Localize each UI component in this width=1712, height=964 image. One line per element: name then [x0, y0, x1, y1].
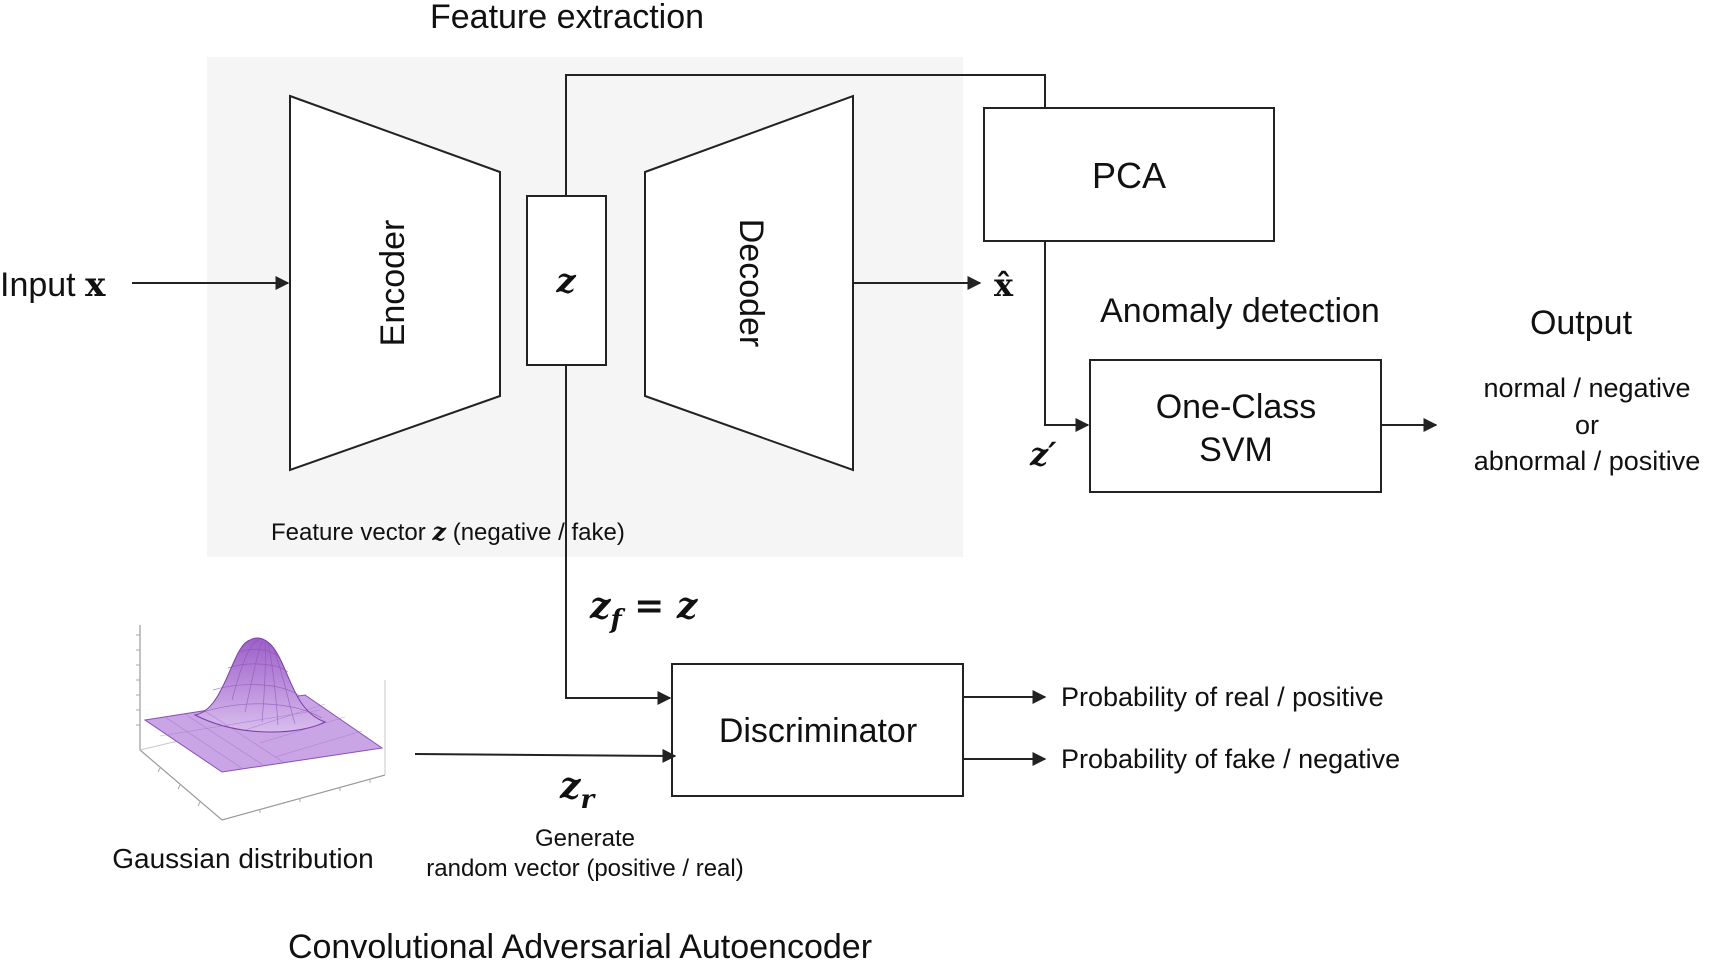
latent-z-box: [526, 195, 607, 366]
zf-rhs: = z: [622, 585, 699, 627]
reconstruction-symbol: x̂: [994, 266, 1014, 304]
zr-base: z: [559, 765, 582, 807]
pca-label: PCA: [1092, 155, 1166, 196]
z-prime-symbol: z′: [1029, 435, 1057, 473]
output-line3: abnormal / positive: [1474, 446, 1701, 476]
z-to-discriminator-arrow: [565, 365, 672, 705]
pca-to-ocsvm-arrow: [1044, 241, 1090, 432]
feature-vector-symbol: z: [431, 517, 447, 546]
discriminator-box: [671, 663, 964, 797]
anomaly-detection-title: Anomaly detection: [1100, 292, 1380, 330]
z-to-pca-connector: [565, 74, 1046, 196]
discriminator-label: Discriminator: [719, 712, 917, 750]
feature-vector-suffix: (negative / fake): [446, 519, 625, 546]
prob-fake-label: Probability of fake / negative: [1061, 744, 1400, 774]
feature-extraction-title: Feature extraction: [430, 0, 704, 36]
gaussian-plot: [136, 625, 386, 821]
ocsvm-label-line2: SVM: [1199, 431, 1273, 469]
generate-line1: Generate: [535, 825, 635, 852]
gaussian-axes: [139, 625, 386, 821]
ocsvm-label-line1: One-Class: [1156, 388, 1317, 426]
gaussian-to-discriminator-arrow: [414, 748, 677, 763]
input-symbol: x: [85, 265, 106, 305]
zf-subscript: f: [608, 605, 625, 635]
latent-z-symbol: z: [555, 261, 576, 301]
output-line1: normal / negative: [1483, 373, 1690, 403]
decoder-label: Decoder: [732, 219, 770, 348]
input-label-text: Input: [0, 266, 85, 304]
input-label: Input x: [0, 265, 106, 305]
gaussian-base-mesh: [159, 703, 363, 770]
encoder-block: [289, 94, 501, 472]
output-title: Output: [1530, 304, 1633, 342]
gaussian-label: Gaussian distribution: [112, 843, 373, 874]
zf-equation: zf = z: [589, 585, 699, 635]
output-line2: or: [1575, 410, 1599, 440]
zr-subscript: r: [580, 785, 596, 815]
pca-box: [983, 107, 1275, 242]
encoder-label: Encoder: [374, 220, 412, 347]
decoder-block: [644, 94, 854, 472]
zf-symbol: z: [589, 585, 612, 627]
gaussian-ticks: [136, 634, 371, 813]
feature-vector-prefix: Feature vector: [271, 519, 432, 546]
zr-symbol: zr: [559, 765, 596, 815]
ocsvm-box: [1089, 359, 1382, 493]
gaussian-mesh: [199, 639, 323, 726]
generate-line2: random vector (positive / real): [426, 855, 743, 882]
feature-vector-caption: Feature vector z (negative / fake): [271, 517, 625, 546]
model-title: Convolutional Adversarial Autoencoder: [288, 928, 872, 964]
prob-real-label: Probability of real / positive: [1061, 682, 1384, 712]
